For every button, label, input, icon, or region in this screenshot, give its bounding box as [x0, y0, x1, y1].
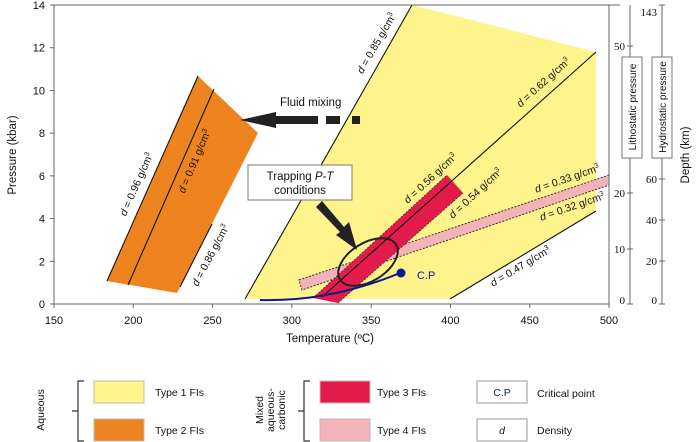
- hydrostatic-label: Hydrostatic pressure: [658, 61, 669, 153]
- lithostatic-label: Lithostatic pressure: [628, 63, 639, 150]
- legend-d-symbol: d: [499, 425, 506, 437]
- lithostatic-tick-label: 0: [620, 295, 626, 307]
- lithostatic-tick-label: 20: [614, 188, 626, 200]
- legend-swatch-type1: [93, 380, 145, 404]
- hydrostatic-tick-label: 0: [652, 295, 658, 307]
- x-tick-label: 300: [283, 315, 301, 327]
- hydrostatic-label-box: [651, 56, 673, 159]
- y-tick-label: 6: [39, 171, 45, 183]
- type1-field: [245, 5, 596, 299]
- isochore-0.62: [321, 51, 597, 298]
- depth-axis-title: Depth (km): [680, 126, 692, 183]
- legend-group-aqueous: Aqueous: [35, 389, 47, 430]
- lithostatic-label-box: [621, 56, 643, 159]
- legend: Aqueous Type 1 FIs Type 2 FIs Mixed aque…: [35, 380, 595, 442]
- y-tick-label: 10: [33, 85, 45, 97]
- isochore-0.47: [449, 210, 597, 300]
- isochore-0.91: [127, 88, 215, 286]
- y-tick-label: 2: [39, 256, 45, 268]
- y-tick-label: 8: [39, 128, 45, 140]
- legend-label-type4: Type 4 FIs: [377, 425, 426, 437]
- trapping-arrow: [316, 201, 357, 250]
- isochore-0.85: [244, 4, 413, 300]
- x-tick-label: 450: [521, 315, 539, 327]
- legend-label-type3: Type 3 FIs: [377, 387, 426, 399]
- x-tick-label: 500: [600, 315, 618, 327]
- lithostatic-tick-label: 10: [614, 244, 626, 256]
- fluid-mixing-arrow: [240, 112, 360, 128]
- hydrostatic-tick-label: 143: [641, 7, 658, 19]
- legend-d-box: [476, 418, 528, 442]
- isochore-0.86: [179, 223, 213, 288]
- critical-point-label: C.P: [417, 270, 435, 282]
- legend-group-mixed-2: aqueous-: [265, 388, 277, 432]
- fluid-mixing-label: Fluid mixing: [280, 97, 341, 109]
- legend-cp-label: Critical point: [537, 388, 595, 400]
- legend-bracket-mixed: [298, 380, 310, 442]
- legend-d-label: Density: [537, 425, 573, 437]
- x-tick-label: 250: [203, 315, 221, 327]
- legend-label-type2: Type 2 FIs: [155, 425, 204, 437]
- x-tick-label: 350: [362, 315, 380, 327]
- hydrostatic-tick-label: 40: [646, 215, 658, 227]
- x-tick-label: 150: [45, 315, 63, 327]
- x-tick-label: 400: [441, 315, 459, 327]
- trapping-label: Trapping P-T: [267, 171, 335, 183]
- trapping-label-line2: conditions: [274, 185, 326, 197]
- y-axis-title: Pressure (kbar): [7, 115, 19, 194]
- hydrostatic-tick-label: 20: [646, 256, 658, 268]
- trapping-box: [247, 164, 353, 201]
- legend-group-mixed-3: carbonic: [276, 390, 288, 430]
- legend-swatch-type2: [93, 418, 145, 442]
- legend-swatch-type4: [319, 418, 371, 442]
- y-tick-label: 12: [33, 43, 45, 55]
- hydrostatic-tick-label: 60: [646, 174, 658, 186]
- x-tick-label: 200: [124, 315, 142, 327]
- x-axis-title: Temperature (ºC): [286, 333, 374, 345]
- critical-point-marker: [396, 268, 406, 278]
- y-tick-label: 4: [39, 214, 45, 226]
- legend-group-mixed-1: Mixed: [254, 396, 266, 424]
- lithostatic-tick-label: 50: [614, 41, 626, 53]
- y-tick-label: 14: [33, 0, 45, 12]
- legend-cp-box: [476, 380, 528, 404]
- legend-label-type1: Type 1 FIs: [155, 387, 204, 399]
- critical-curve: [259, 272, 401, 302]
- legend-bracket-aqueous: [72, 380, 84, 442]
- isochore-0.96: [106, 75, 199, 282]
- y-tick-label: 0: [39, 299, 45, 311]
- type2-field: [107, 76, 258, 293]
- legend-swatch-type3: [319, 380, 371, 404]
- trapping-ellipse: [337, 237, 399, 287]
- type3-dashed-edge: [312, 174, 448, 299]
- legend-cp-symbol: C.P: [493, 387, 511, 399]
